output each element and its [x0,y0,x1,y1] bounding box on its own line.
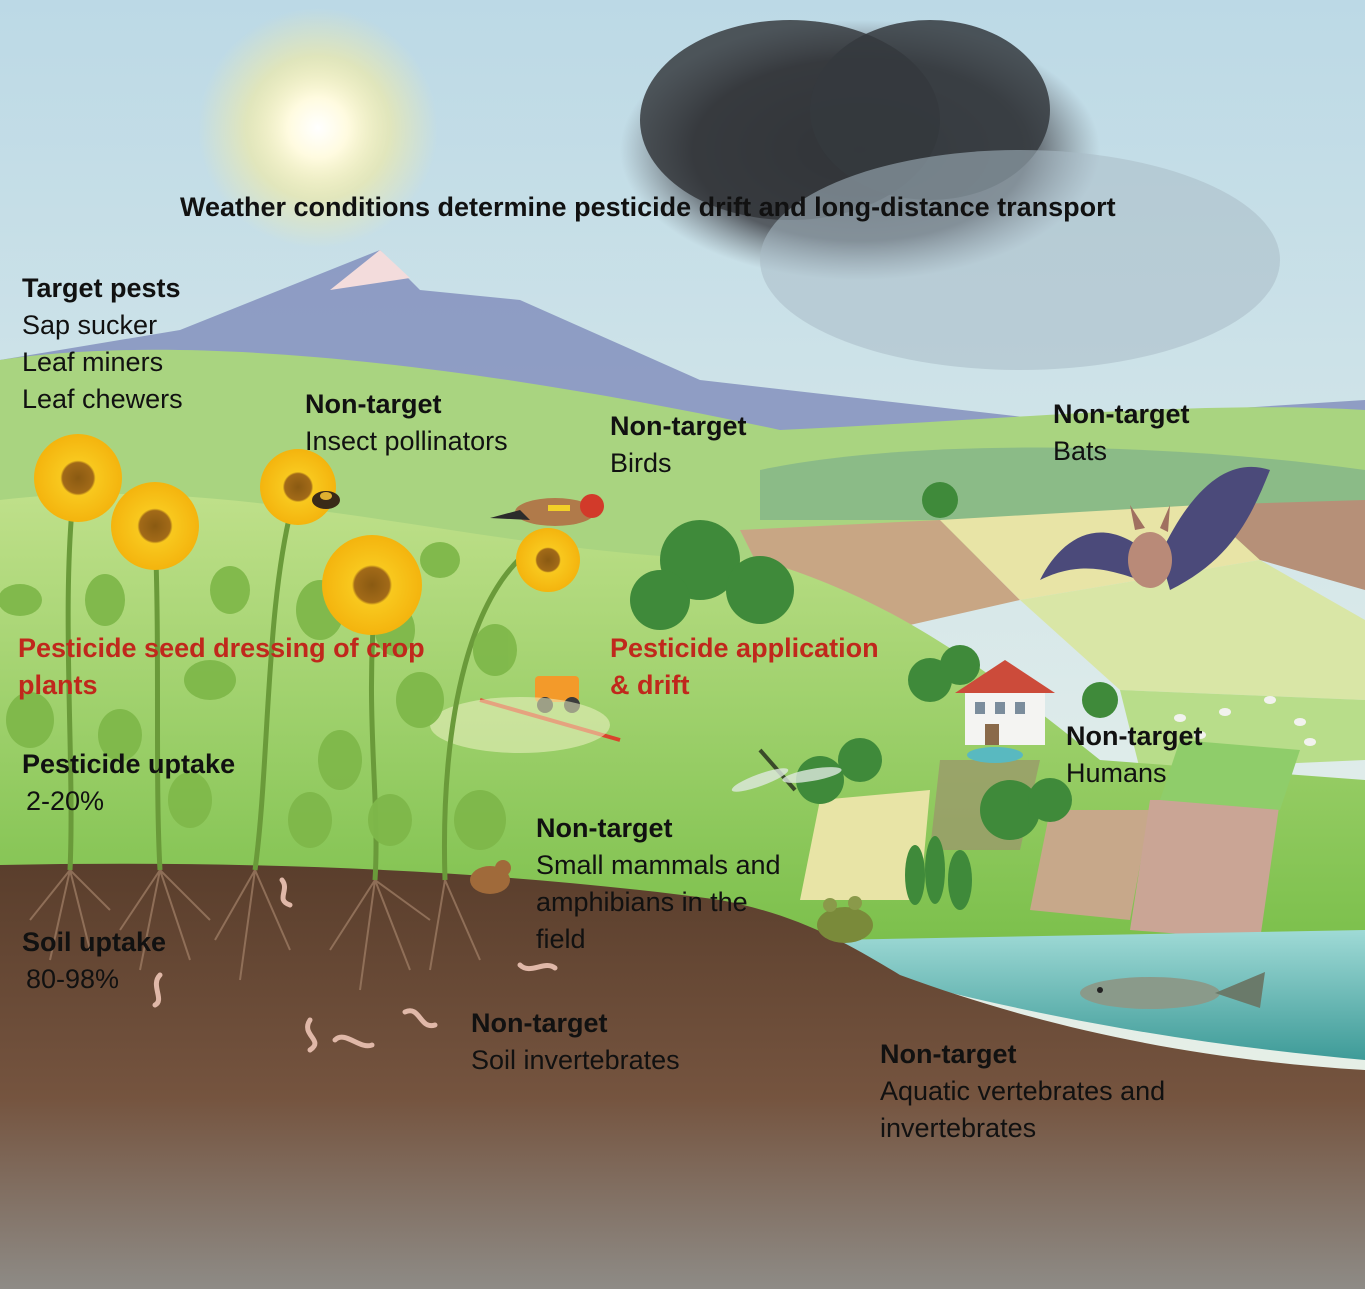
pollinators-group: Non-target Insect pollinators [305,386,508,460]
target-pests-heading: Target pests [22,273,181,303]
soil-uptake-heading: Soil uptake [22,927,167,957]
pollinators-label: Insect pollinators [305,426,508,456]
target-pest-item: Sap sucker [22,310,158,340]
aquatic-line: invertebrates [880,1113,1037,1143]
non-target-heading: Non-target [305,389,442,419]
pesticide-uptake-value: 2-20% [26,786,105,816]
seed-dressing-line: plants [18,670,98,700]
frog [817,896,873,943]
soil-invertebrates-label: Soil invertebrates [471,1045,680,1075]
birds-label: Birds [610,448,672,478]
aquatic-line: Aquatic vertebrates and [880,1076,1166,1106]
non-target-heading: Non-target [610,411,747,441]
mammals-group: Non-target Small mammals and amphibians … [536,810,781,958]
non-target-heading: Non-target [1066,721,1203,751]
application-line: & drift [610,670,690,700]
soil-uptake-group: Soil uptake 80-98% [22,924,166,998]
target-pests-group: Target pests Sap sucker Leaf miners Leaf… [22,270,183,418]
humans-label: Humans [1066,758,1167,788]
mammals-line: Small mammals and [536,850,781,880]
house [955,660,1055,763]
birds-group: Non-target Birds [610,408,747,482]
bird [490,494,604,526]
application-line: Pesticide application [610,633,879,663]
soil-uptake-value: 80-98% [26,964,120,994]
bats-group: Non-target Bats [1053,396,1190,470]
seed-dressing-line: Pesticide seed dressing of crop [18,633,425,663]
humans-group: Non-target Humans [1066,718,1203,792]
tractor [430,676,621,753]
diagram-title: Weather conditions determine pesticide d… [180,192,1116,222]
aquatic-group: Non-target Aquatic vertebrates and inver… [880,1036,1165,1147]
bats-label: Bats [1053,436,1108,466]
non-target-heading: Non-target [536,813,673,843]
dragonfly [731,748,842,792]
pesticide-uptake-group: Pesticide uptake 2-20% [22,746,235,820]
seed-dressing-label: Pesticide seed dressing of crop plants [18,630,425,704]
soil-invertebrates-group: Non-target Soil invertebrates [471,1005,680,1079]
mammals-line: amphibians in the [536,887,748,917]
target-pest-item: Leaf chewers [22,384,183,414]
mammals-line: field [536,924,586,954]
fish [1080,972,1265,1009]
pesticide-uptake-heading: Pesticide uptake [22,749,236,779]
application-drift-label: Pesticide application & drift [610,630,879,704]
target-pest-item: Leaf miners [22,347,164,377]
bat [1040,466,1270,590]
non-target-heading: Non-target [471,1008,608,1038]
non-target-heading: Non-target [1053,399,1190,429]
non-target-heading: Non-target [880,1039,1017,1069]
